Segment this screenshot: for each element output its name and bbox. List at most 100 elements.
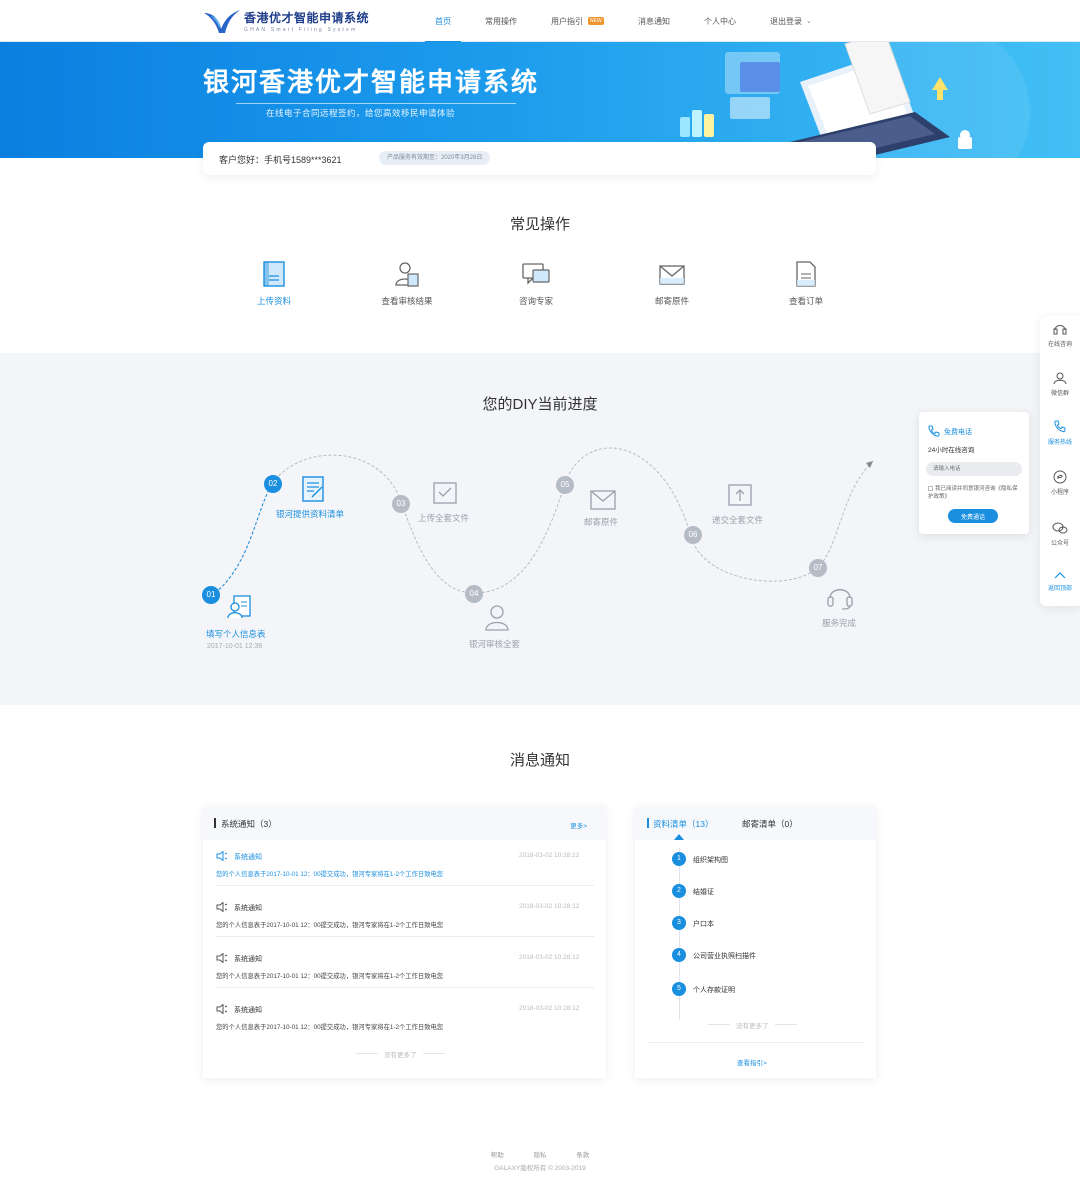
checklist-number: 5 [672, 982, 686, 996]
notice-body: 您的个人信息表于2017-10-01 12：00提交成功，银河专家将在1-2个工… [216, 922, 444, 929]
notice-time: 2018-03-02 10:28:12 [519, 903, 580, 910]
speaker-icon [216, 1004, 228, 1014]
sidebar-label: 在线咨询 [1047, 342, 1072, 348]
step-number: 01 [202, 586, 220, 604]
tab-mail-list[interactable]: 邮寄清单（0） [742, 819, 798, 829]
user-group-icon [1053, 372, 1067, 385]
consult-chat-icon [522, 263, 550, 285]
checklist-label: 公司营业执照扫描件 [693, 953, 756, 960]
step-number: 07 [809, 559, 827, 577]
sidebar-mini-program[interactable]: 小程序 [1040, 470, 1080, 496]
op-mail-originals[interactable]: 邮寄原件 [632, 260, 712, 307]
footer-help-link[interactable]: 帮助 [490, 1152, 504, 1159]
sidebar-online-consult[interactable]: 在线咨询 [1040, 322, 1080, 348]
step-number: 03 [392, 495, 410, 513]
op-label: 上传资料 [256, 296, 291, 306]
notice-title: 系统通知 [234, 956, 262, 963]
customer-info-bar: 客户您好：手机号1589***3621 产品服务有效期至：2020年3月28日 [203, 142, 876, 175]
progress-section [0, 353, 1080, 705]
personal-info-form-icon [227, 595, 251, 619]
sidebar-label: 公众号 [1050, 541, 1069, 547]
checklist-number: 2 [672, 884, 686, 898]
step-label: 上传全套文件 [418, 513, 470, 523]
sidebar-label: 微信群 [1050, 391, 1069, 397]
sidebar-wechat-group[interactable]: 微信群 [1040, 371, 1080, 397]
checklist-form-icon [302, 476, 324, 502]
chevron-down-icon: ⌄ [806, 18, 812, 25]
system-notice-panel: 系统通知（3） 更多> 系统通知 2018-03-02 10:28:12 您的个… [203, 806, 606, 1078]
notice-body: 您的个人信息表于2017-10-01 12：00提交成功，银河专家将在1-2个工… [216, 973, 444, 980]
upload-document-icon [263, 261, 285, 287]
nav-personal-center[interactable]: 个人中心 [704, 16, 736, 26]
op-label: 查看订单 [788, 296, 823, 306]
tab-materials-list[interactable]: 资料清单（13） [653, 819, 714, 829]
checklist-label: 组织架构图 [693, 857, 728, 864]
order-document-icon [796, 261, 816, 287]
envelope-icon [659, 265, 685, 285]
op-upload-materials[interactable]: 上传资料 [234, 260, 314, 307]
step-number: 05 [556, 476, 574, 494]
sidebar-label: 返回顶部 [1047, 586, 1072, 592]
step-number: 02 [264, 475, 282, 493]
progress-title: 您的DIY当前进度 [482, 396, 598, 413]
notice-title: 系统通知 [234, 1007, 262, 1014]
notice-title: 系统通知 [234, 905, 262, 912]
checklist-panel: 资料清单（13） 邮寄清单（0） 1 组织架构图 2 结婚证 3 户口本 4 公… [635, 806, 876, 1078]
headset-icon [827, 589, 853, 610]
checkbox-box[interactable] [928, 486, 933, 491]
top-header: 香港优才智能申请系统 GHAN Smart Filing System 首页 常… [0, 0, 1080, 43]
nav-messages[interactable]: 消息通知 [638, 16, 670, 26]
sidebar-label: 小程序 [1050, 490, 1069, 496]
footer-copyright: GALAXY版权所有 © 2003-2019 [494, 1165, 586, 1172]
step-label: 服务完成 [822, 618, 857, 628]
sidebar-official-account[interactable]: 公众号 [1040, 521, 1080, 547]
step-label: 填写个人信息表 [206, 629, 266, 639]
nav-common-ops[interactable]: 常用操作 [485, 16, 517, 26]
speaker-icon [216, 902, 228, 912]
step-label: 邮寄原件 [584, 517, 619, 527]
nav-logout[interactable]: 退出登录⌄ [770, 16, 812, 26]
speaker-icon [216, 953, 228, 963]
notice-body: 您的个人信息表于2017-10-01 12：00提交成功，银河专家将在1-2个工… [216, 871, 444, 878]
headset-icon [1053, 325, 1067, 335]
review-result-icon [395, 262, 419, 287]
no-more-text: 没有更多了 [708, 1020, 796, 1030]
free-call-button[interactable]: 免费通话 [948, 509, 998, 523]
sidebar-back-to-top[interactable]: 返回顶部 [1040, 570, 1080, 592]
upload-box-icon [433, 482, 457, 504]
op-review-result[interactable]: 查看审核结果 [367, 260, 447, 307]
agreement-text: 我已阅读并同意银河咨询《隐私保护政策》 [928, 486, 1018, 500]
op-label: 咨询专家 [518, 296, 553, 306]
privacy-agreement-checkbox[interactable]: 我已阅读并同意银河咨询《隐私保护政策》 [928, 485, 1020, 501]
footer-links: 帮助 隐私 条款 [0, 1149, 1080, 1159]
hotline-title: 免费电话 [944, 429, 972, 436]
logo-title: 香港优才智能申请系统 [244, 11, 370, 25]
logo-subtitle: GHAN Smart Filing System [244, 27, 358, 33]
notices-title: 消息通知 [509, 752, 570, 769]
step-number: 04 [465, 585, 483, 603]
nav-home[interactable]: 首页 [425, 0, 461, 43]
hotline-subtitle: 24小时在线咨询 [928, 447, 975, 454]
banner-divider [236, 103, 516, 104]
step-number: 06 [684, 526, 702, 544]
timeline-line [679, 848, 680, 1020]
logo[interactable]: 香港优才智能申请系统 GHAN Smart Filing System [203, 7, 369, 35]
phone-number-input[interactable] [926, 462, 1022, 476]
step-label: 银河提供资料清单 [276, 509, 345, 519]
op-view-order[interactable]: 查看订单 [766, 260, 846, 307]
common-ops-title: 常见操作 [509, 216, 570, 233]
view-guide-link[interactable]: 查看指引> [737, 1060, 767, 1067]
footer-terms-link[interactable]: 条款 [576, 1152, 590, 1159]
phone-icon [928, 425, 940, 437]
notice-time: 2018-03-02 10:28:12 [519, 954, 580, 961]
wechat-icon [1052, 522, 1068, 534]
swallow-logo-icon [204, 10, 240, 33]
sidebar-service-hotline[interactable]: 服务热线 [1040, 420, 1080, 446]
checklist-number: 1 [672, 852, 686, 866]
hero-banner: 银河香港优才智能申请系统 在线电子合同远程签约，给您高效移民申请体验 [0, 42, 1080, 158]
footer-privacy-link[interactable]: 隐私 [533, 1152, 547, 1159]
op-consult-expert[interactable]: 咨询专家 [496, 260, 576, 307]
more-link[interactable]: 更多> [570, 823, 587, 830]
customer-greeting: 客户您好：手机号1589***3621 [219, 155, 342, 165]
